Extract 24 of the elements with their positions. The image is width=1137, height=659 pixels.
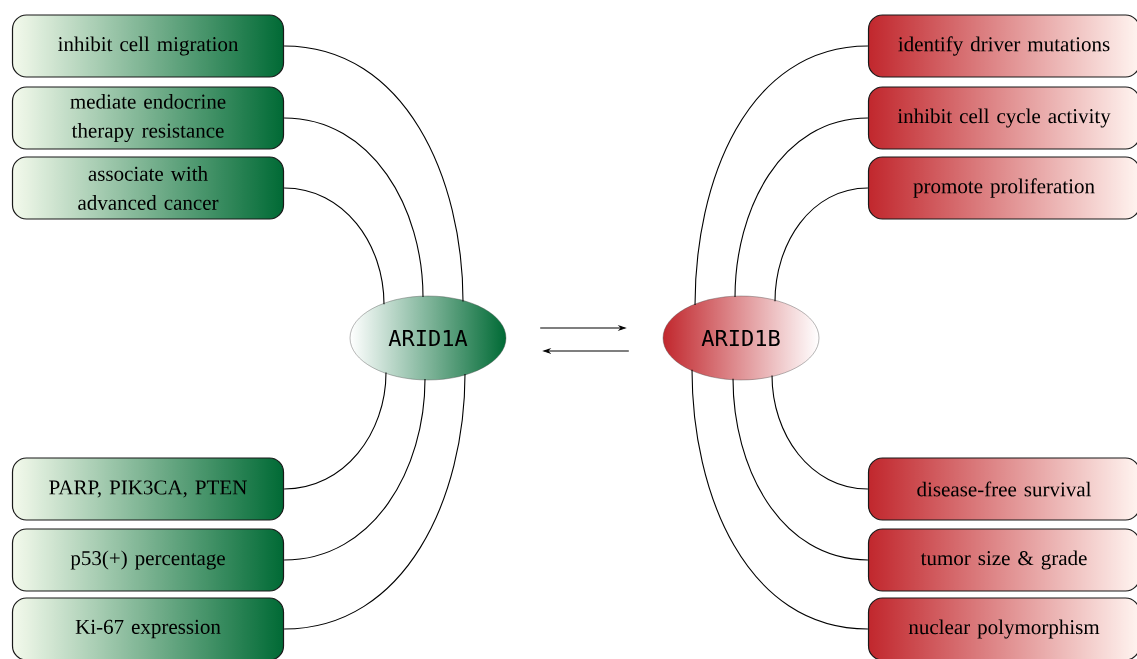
effect-box: mediate endocrine therapy resistance [11,86,285,150]
effect-box: tumor size & grade [867,528,1137,592]
connector-line [691,369,869,630]
effect-box: promote proliferation [867,156,1137,220]
connector-line [774,187,869,302]
effect-box: Ki-67 expression [11,597,285,659]
connector-line [283,187,385,305]
effect-box: disease-free survival [867,457,1137,521]
connector-line [283,45,464,303]
connector-line [283,373,466,630]
connector-line [734,117,869,298]
effect-box: nuclear polymorphism [867,597,1137,659]
effect-box: PARP, PIK3CA, PTEN [11,457,285,521]
effect-box: p53(+) percentage [11,528,285,592]
connector-line [694,45,869,306]
connector-line [283,117,424,298]
effect-box: identify driver mutations [867,14,1137,78]
effect-box: associate with advanced cancer [11,156,285,220]
effect-box: inhibit cell migration [11,14,285,78]
connector-line [283,378,426,561]
connector-line [283,371,387,490]
effect-box: inhibit cell cycle activity [867,86,1137,150]
connector-line [732,378,869,561]
connector-line [771,374,869,490]
